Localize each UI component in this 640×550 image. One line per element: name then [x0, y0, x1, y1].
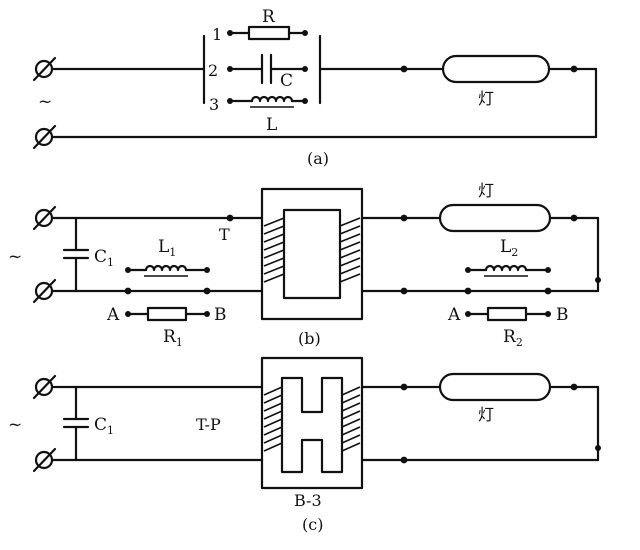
caption-b: (b) [298, 329, 321, 348]
inductor-l1 [125, 264, 210, 277]
node-c-right [595, 445, 601, 451]
node-b-bot-2 [464, 287, 472, 295]
lamp-label-a: 灯 [478, 89, 494, 108]
resistor-r-branch [227, 25, 308, 41]
core-label-c: B-3 [294, 491, 322, 510]
node-b-bot-3 [544, 287, 552, 295]
capacitor-label-b: C1 [94, 247, 114, 269]
inductor-l-branch [227, 95, 308, 108]
lamp-label-c: 灯 [478, 405, 494, 424]
node-c-top-1 [400, 383, 408, 391]
label-b-left-a: A [106, 305, 120, 325]
lamp-a [441, 54, 551, 84]
resistor-r1 [125, 306, 210, 322]
capacitor-c1-b [62, 216, 90, 293]
resistor-r2 [465, 306, 551, 322]
resistor-label: R [262, 7, 276, 27]
node-a1 [400, 65, 408, 73]
node-b-right [595, 277, 601, 283]
switch-pos-3: 3 [209, 95, 219, 114]
ac-symbol-c: ~ [8, 415, 22, 435]
inductor-l2 [465, 264, 551, 277]
ac-symbol-b: ~ [8, 247, 22, 267]
node-c-top-2 [570, 383, 578, 391]
tap-label-b: T [219, 225, 230, 244]
node-b-l1-left [124, 287, 132, 295]
node-a2 [570, 65, 578, 73]
label-b-right-b: B [556, 305, 569, 325]
tap-label-c: T-P [196, 415, 221, 434]
lamp-label-b: 灯 [478, 181, 494, 200]
transformer-b [260, 187, 364, 321]
caption-c: (c) [302, 515, 323, 534]
lamp-c [438, 372, 552, 402]
node-b-top-1 [400, 214, 408, 222]
inductor-label-a: L [266, 115, 277, 135]
inductor1-label: L1 [158, 237, 176, 259]
node-b-top-2 [570, 214, 578, 222]
capacitor-label-c: C1 [94, 415, 114, 437]
resistor1-label: R1 [163, 327, 183, 349]
capacitor-c1-c [62, 385, 90, 462]
figure-a: ~ R 1 C 2 [32, 7, 598, 168]
transformer-c [260, 356, 364, 490]
resistor2-label: R2 [503, 327, 523, 349]
inductor2-label: L2 [500, 237, 518, 259]
switch-pos-2: 2 [208, 61, 218, 80]
lamp-b [438, 203, 552, 233]
node-c-bot-1 [400, 456, 408, 464]
figure-b: ~ T C1 L1 [8, 181, 601, 349]
label-b-right-a: A [447, 305, 461, 325]
node-b-t [226, 214, 234, 222]
capacitor-c-branch [227, 53, 308, 85]
capacitor-label-a: C [280, 71, 293, 91]
label-b-left-b: B [214, 305, 227, 325]
node-b-l1-right [203, 287, 211, 295]
caption-a: (a) [307, 149, 329, 168]
figure-c: ~ C1 T-P B-3 [8, 356, 601, 534]
switch-pos-1: 1 [212, 25, 222, 44]
ac-symbol-a: ~ [38, 92, 52, 112]
node-b-bot-1 [400, 287, 408, 295]
